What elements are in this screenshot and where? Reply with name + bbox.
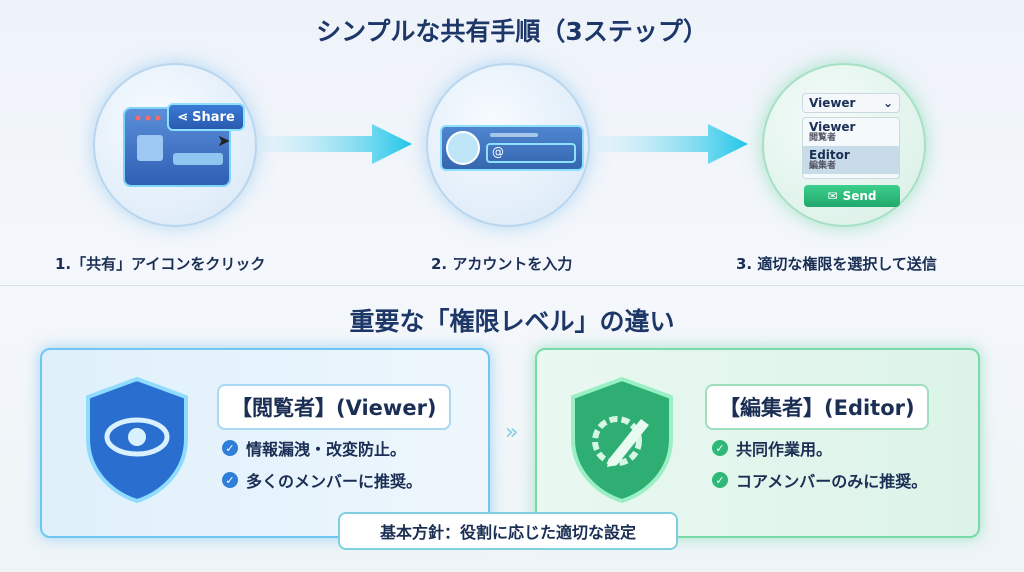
step1-illustration: ⋖Share ➤ <box>93 63 257 227</box>
arrow-icon <box>262 124 412 164</box>
share-icon: ⋖ <box>177 109 189 125</box>
divider <box>0 285 1024 286</box>
viewer-panel: 【閲覧者】(Viewer) ✓情報漏洩・改変防止。 ✓多くのメンバーに推奨。 <box>40 348 490 538</box>
step2-illustration: @ <box>426 63 590 227</box>
account-input: @ <box>486 143 576 163</box>
envelope-icon: ✉ <box>827 189 838 203</box>
viewer-title: 【閲覧者】(Viewer) <box>217 384 451 430</box>
editor-point: ✓コアメンバーのみに推奨。 <box>712 468 927 492</box>
chevron-right-icon: » <box>505 420 519 445</box>
check-icon: ✓ <box>712 440 728 456</box>
check-icon: ✓ <box>222 472 238 488</box>
arrow-icon <box>598 124 748 164</box>
policy-box: 基本方針：役割に応じた適切な設定 <box>338 512 678 550</box>
step3-label: 3. 適切な権限を選択して送信 <box>736 255 937 273</box>
check-icon: ✓ <box>712 472 728 488</box>
viewer-point: ✓多くのメンバーに推奨。 <box>222 468 422 492</box>
editor-title: 【編集者】(Editor) <box>705 384 929 430</box>
step1-label: 1.「共有」アイコンをクリック <box>55 255 266 273</box>
cursor-icon: ➤ <box>217 131 231 150</box>
eye-shield-icon <box>86 376 188 504</box>
editor-panel: 【編集者】(Editor) ✓共同作業用。 ✓コアメンバーのみに推奨。 <box>535 348 980 538</box>
edit-shield-icon <box>571 376 673 504</box>
share-button: ⋖Share <box>167 103 245 131</box>
chevron-down-icon: ⌄ <box>882 96 893 110</box>
section-title: 重要な「権限レベル」の違い <box>349 307 675 336</box>
send-button: ✉Send <box>804 185 900 207</box>
avatar <box>446 131 480 165</box>
check-icon: ✓ <box>222 440 238 456</box>
editor-point: ✓共同作業用。 <box>712 436 927 460</box>
permission-dropdown: Viewer⌄ <box>802 93 900 113</box>
viewer-point: ✓情報漏洩・改変防止。 <box>222 436 422 460</box>
page-title: シンプルな共有手順（3ステップ） <box>316 17 708 46</box>
step2-label: 2. アカウントを入力 <box>431 255 573 273</box>
